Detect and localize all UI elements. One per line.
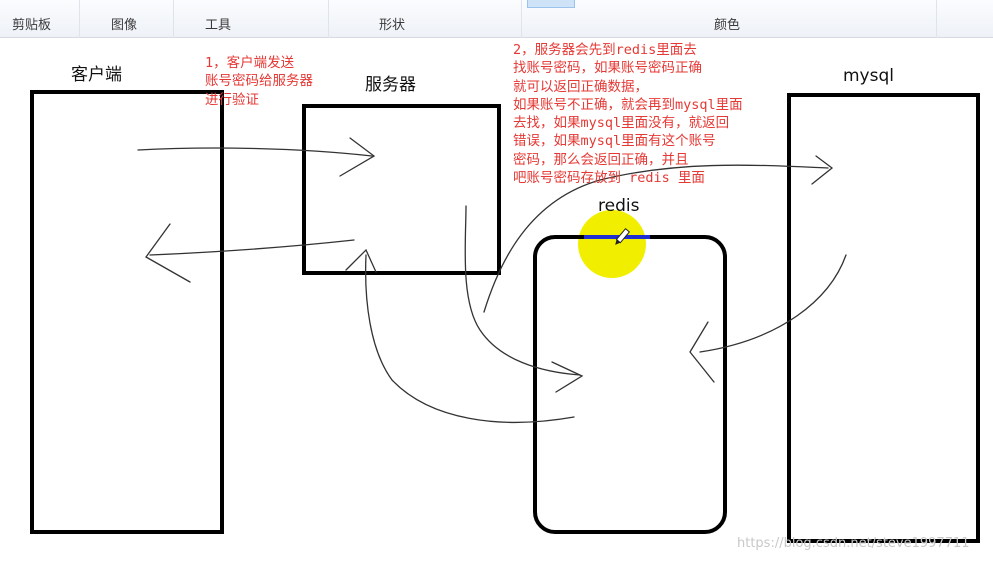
arrow-client-to-server bbox=[137, 137, 376, 177]
note-step2-line: 吧账号密码存放到 redis 里面 bbox=[513, 170, 705, 187]
redis-box bbox=[533, 235, 727, 534]
server-title: 服务器 bbox=[365, 75, 416, 95]
diagram-svg bbox=[30, 90, 980, 543]
note-step2-line: 错误，如果mysql里面有这个账号 bbox=[513, 133, 716, 150]
note-step2-line: 去找，如果mysql里面没有，就返回 bbox=[513, 115, 730, 132]
arrow-mysql-to-redis bbox=[689, 254, 847, 383]
mysql-title: mysql bbox=[843, 66, 894, 86]
pencil-cursor-icon bbox=[615, 228, 631, 245]
ribbon-label-colors: 颜色 bbox=[714, 18, 741, 33]
client-box bbox=[30, 90, 224, 534]
ribbon-toolbar: 剪贴板 图像 工具 形状 颜色 bbox=[0, 0, 993, 38]
note-step2: 2，服务器会先到redis里面去 找账号密码，如果账号密码正确 就可以返回正确数… bbox=[513, 41, 743, 187]
ribbon-group-image[interactable]: 图像 bbox=[80, 0, 174, 38]
arrow-server-to-redis bbox=[464, 205, 584, 393]
note-step2-line: 2，服务器会先到redis里面去 bbox=[513, 42, 697, 58]
mysql-box bbox=[787, 93, 980, 543]
ribbon-group-clipboard[interactable]: 剪贴板 bbox=[0, 0, 80, 38]
note-step1: 1，客户端发送 账号密码给服务器 进行验证 bbox=[205, 54, 313, 109]
arrow-to-mysql bbox=[483, 155, 834, 313]
arrow-server-to-client bbox=[145, 223, 355, 283]
ribbon-label-tools: 工具 bbox=[205, 18, 232, 33]
redis-title: redis bbox=[598, 196, 640, 216]
arrow-redis-to-server bbox=[345, 248, 575, 424]
selected-color-swatch[interactable] bbox=[527, 0, 575, 8]
note-step2-line: 就可以返回正确数据， bbox=[513, 78, 648, 95]
note-step2-line: 密码，那么会返回正确，并且 bbox=[513, 151, 689, 168]
note-step1-line: 1，客户端发送 bbox=[205, 55, 295, 71]
ribbon-label-clipboard: 剪贴板 bbox=[12, 18, 52, 33]
ribbon-group-tools[interactable]: 工具 bbox=[174, 0, 329, 38]
note-step1-line: 账号密码给服务器 bbox=[205, 73, 313, 90]
ribbon-label-image: 图像 bbox=[111, 18, 138, 33]
cursor-highlight bbox=[578, 210, 646, 278]
ribbon-group-shapes[interactable]: 形状 bbox=[329, 0, 522, 38]
ribbon-group-colors[interactable]: 颜色 bbox=[522, 0, 937, 38]
client-title: 客户端 bbox=[71, 65, 122, 85]
server-box bbox=[302, 104, 501, 275]
note-step1-line: 进行验证 bbox=[205, 91, 259, 108]
watermark: https://blog.csdn.net/steve1997711 bbox=[737, 536, 970, 551]
note-step2-line: 如果账号不正确，就会再到mysql里面 bbox=[513, 96, 743, 113]
drawing-canvas[interactable]: 客户端 服务器 redis mysql 1，客户端发送 账号密码给服务器 进行验… bbox=[0, 38, 993, 563]
ribbon-label-shapes: 形状 bbox=[379, 18, 406, 33]
note-step2-line: 找账号密码，如果账号密码正确 bbox=[513, 60, 702, 77]
